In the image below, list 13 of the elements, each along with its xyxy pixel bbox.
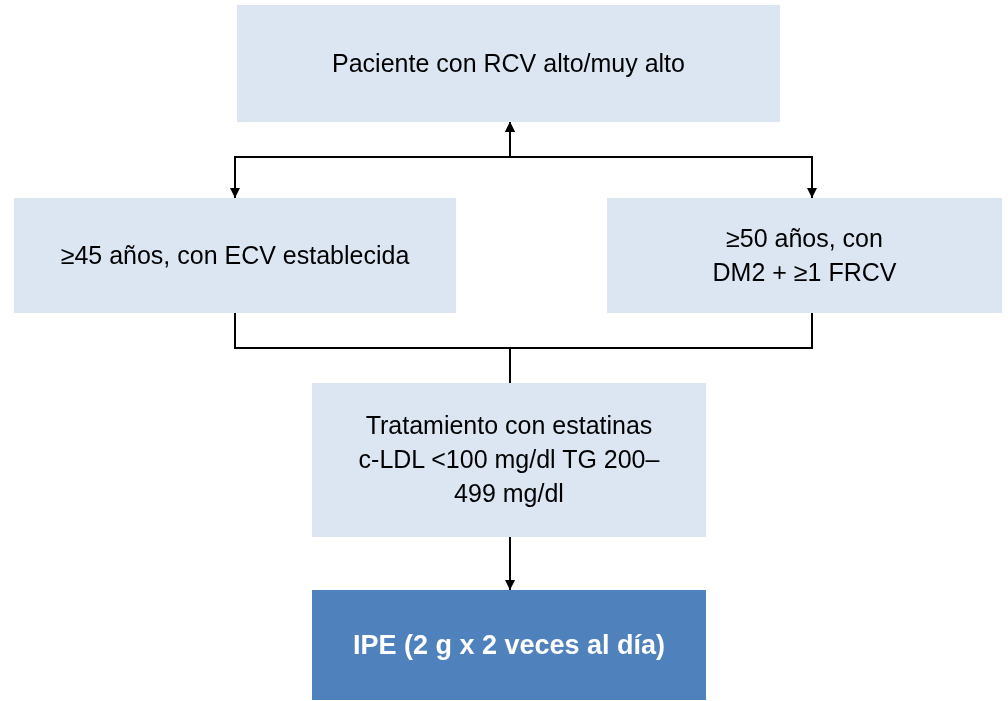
box-text: Paciente con RCV alto/muy alto xyxy=(332,47,685,79)
connector-line xyxy=(509,312,813,384)
process-box xyxy=(312,383,706,537)
box-text: ≥45 años, con ECV establecida xyxy=(60,239,410,271)
process-box xyxy=(237,5,780,122)
process-box xyxy=(312,590,706,700)
box-text: ≥50 años, con DM2 + ≥1 FRCV xyxy=(711,222,898,288)
arrow xyxy=(505,536,515,591)
arrow xyxy=(505,121,817,199)
process-box xyxy=(607,198,1002,313)
box-text: IPE (2 g x 2 veces al día) xyxy=(352,628,666,662)
box-text: Tratamiento con estatinas c-LDL <100 mg/dl TG 200–499 mg/dl xyxy=(357,410,661,509)
process-box xyxy=(14,198,456,313)
